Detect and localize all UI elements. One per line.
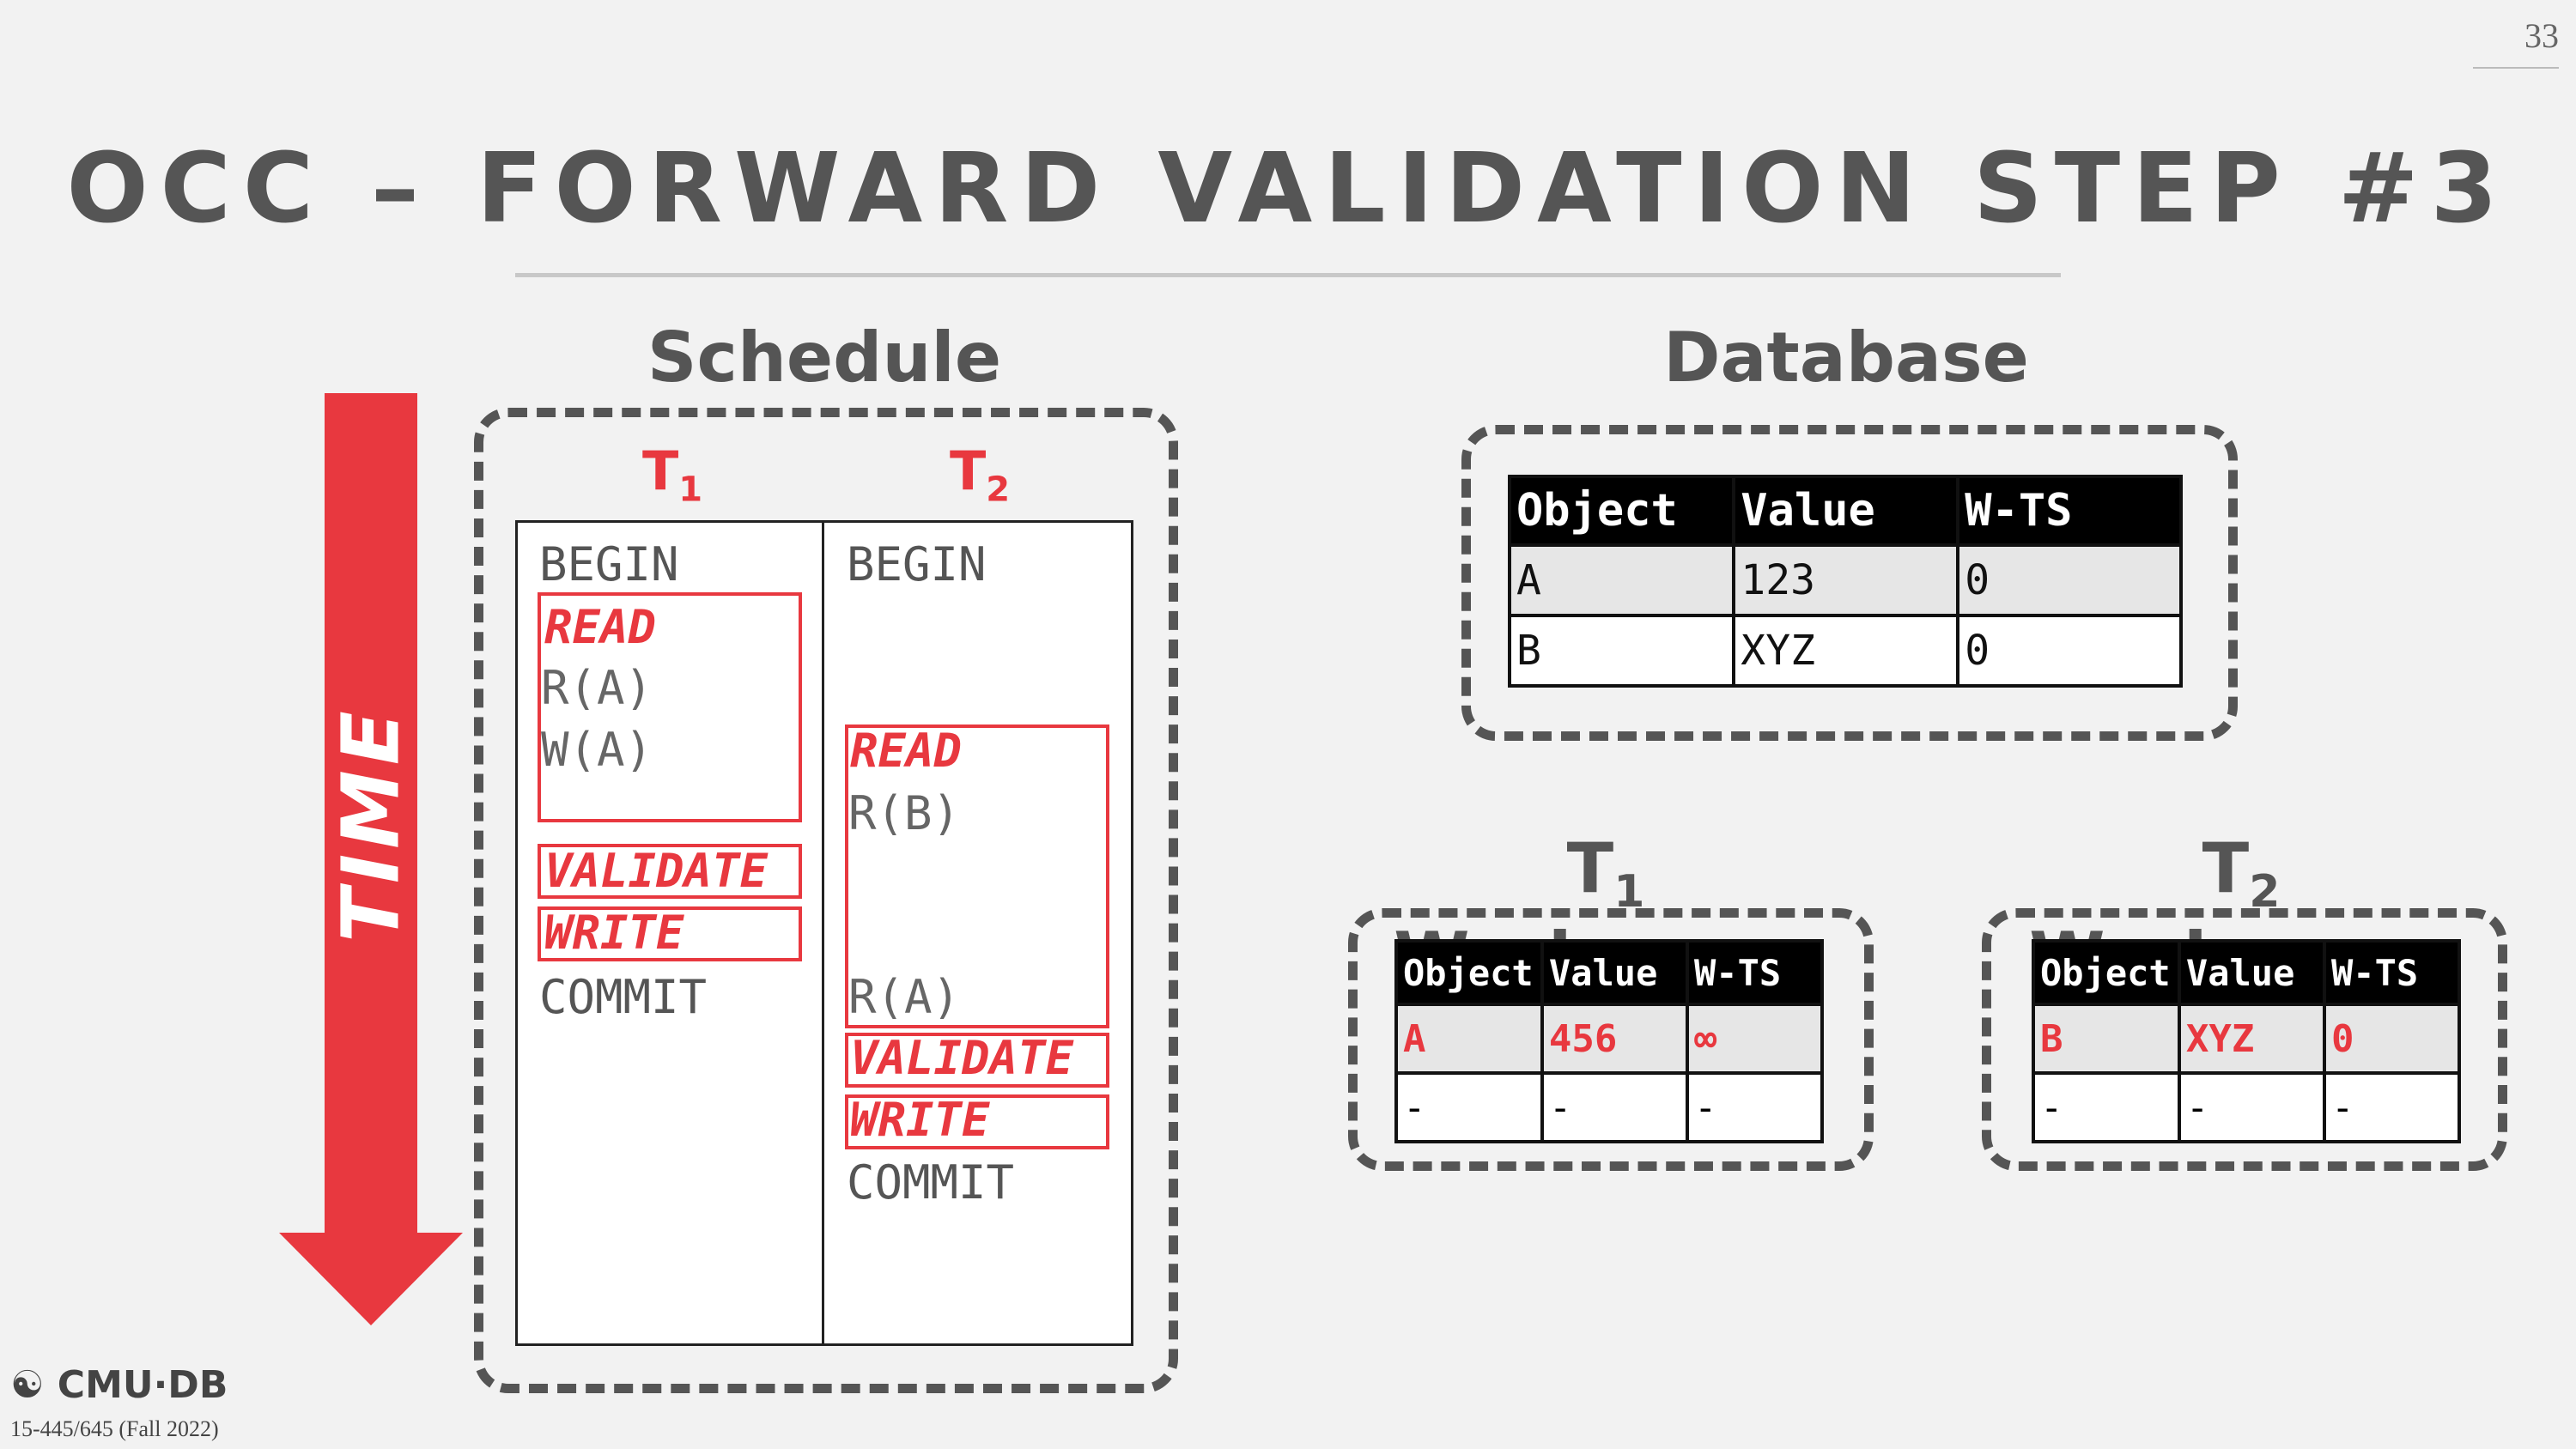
database-frame bbox=[1461, 425, 2238, 741]
column-header: W-TS bbox=[1956, 475, 2183, 547]
table-header-row: Object Value W-TS bbox=[1394, 939, 1824, 1006]
t2-read-label: READ bbox=[850, 724, 963, 778]
t1-write-box bbox=[538, 906, 802, 961]
cmu-db-logo: ☯ CMU·DB bbox=[10, 1363, 228, 1407]
schedule-frame bbox=[474, 408, 1178, 1393]
table-cell: 0 bbox=[2323, 1003, 2461, 1075]
t1-begin: BEGIN bbox=[539, 537, 679, 591]
table-cell: B bbox=[2032, 1003, 2181, 1075]
time-label: TIME bbox=[325, 706, 417, 943]
t1-write-label: WRITE bbox=[544, 906, 684, 960]
t2-column-header: T2 bbox=[950, 440, 1011, 510]
t2-write-label: WRITE bbox=[850, 1093, 990, 1147]
time-arrow-head bbox=[279, 1233, 463, 1325]
page-number: 33 bbox=[2473, 15, 2559, 69]
table-cell: XYZ bbox=[2177, 1003, 2327, 1075]
t1-validate-box bbox=[538, 844, 802, 899]
column-header: Value bbox=[1540, 939, 1690, 1006]
slide-title: OCC – FORWARD VALIDATION STEP #3 bbox=[66, 133, 2510, 245]
table-row: B XYZ 0 bbox=[2032, 1003, 2461, 1075]
t2-workspace-table: Object Value W-TS B XYZ 0 - - - bbox=[2032, 939, 2461, 1143]
table-cell: - bbox=[2323, 1071, 2461, 1143]
t1-validate-label: VALIDATE bbox=[544, 844, 769, 898]
column-header: Object bbox=[1507, 475, 1736, 547]
table-cell: - bbox=[1686, 1071, 1824, 1143]
column-header: Object bbox=[2032, 939, 2181, 1006]
table-cell: 0 bbox=[1956, 614, 2183, 688]
t1-read-phase-box bbox=[538, 592, 802, 822]
t1-workspace-frame bbox=[1348, 908, 1874, 1171]
column-header: W-TS bbox=[1686, 939, 1824, 1006]
t2-commit: COMMIT bbox=[847, 1155, 1015, 1210]
table-cell: - bbox=[1540, 1071, 1690, 1143]
table-cell: - bbox=[2177, 1071, 2327, 1143]
t2-op-read-a: R(A) bbox=[848, 970, 961, 1024]
schedule-heading: Schedule bbox=[647, 318, 1002, 397]
table-cell: ∞ bbox=[1686, 1003, 1824, 1075]
table-cell: B bbox=[1507, 614, 1736, 688]
table-cell: XYZ bbox=[1732, 614, 1960, 688]
t1-workspace-table: Object Value W-TS A 456 ∞ - - - bbox=[1394, 939, 1824, 1143]
column-header: Value bbox=[2177, 939, 2327, 1006]
column-header: W-TS bbox=[2323, 939, 2461, 1006]
t2-validate-label: VALIDATE bbox=[850, 1031, 1074, 1085]
t1-column-header: T1 bbox=[642, 440, 703, 510]
time-arrow-shaft bbox=[325, 393, 417, 1252]
table-row: - - - bbox=[1394, 1071, 1824, 1143]
table-header-row: Object Value W-TS bbox=[1507, 475, 2183, 547]
table-row: A 123 0 bbox=[1507, 543, 2183, 617]
t2-validate-box bbox=[845, 1033, 1109, 1088]
t1-commit: COMMIT bbox=[539, 970, 708, 1024]
schedule-column-divider bbox=[822, 520, 824, 1346]
t2-read-phase-box bbox=[845, 724, 1109, 1028]
table-cell: 456 bbox=[1540, 1003, 1690, 1075]
database-heading: Database bbox=[1663, 318, 2029, 397]
database-icon: ☯ bbox=[10, 1363, 45, 1407]
t2-begin: BEGIN bbox=[847, 537, 987, 591]
table-header-row: Object Value W-TS bbox=[2032, 939, 2461, 1006]
database-table: Object Value W-TS A 123 0 B XYZ 0 bbox=[1507, 475, 2183, 688]
table-cell: A bbox=[1507, 543, 1736, 617]
t1-op-read-a: R(A) bbox=[541, 661, 653, 715]
t1-op-write-a: W(A) bbox=[541, 723, 653, 777]
table-cell: 123 bbox=[1732, 543, 1960, 617]
title-divider bbox=[515, 273, 2061, 277]
table-row: B XYZ 0 bbox=[1507, 614, 2183, 688]
column-header: Value bbox=[1732, 475, 1960, 547]
table-cell: A bbox=[1394, 1003, 1544, 1075]
table-cell: - bbox=[1394, 1071, 1544, 1143]
t2-write-box bbox=[845, 1094, 1109, 1149]
table-row: - - - bbox=[2032, 1071, 2461, 1143]
column-header: Object bbox=[1394, 939, 1544, 1006]
t2-workspace-frame bbox=[1982, 908, 2507, 1171]
table-row: A 456 ∞ bbox=[1394, 1003, 1824, 1075]
t1-read-label: READ bbox=[544, 600, 657, 654]
t2-op-read-b: R(B) bbox=[848, 786, 961, 840]
table-cell: 0 bbox=[1956, 543, 2183, 617]
table-cell: - bbox=[2032, 1071, 2181, 1143]
course-label: 15-445/645 (Fall 2022) bbox=[10, 1416, 219, 1441]
